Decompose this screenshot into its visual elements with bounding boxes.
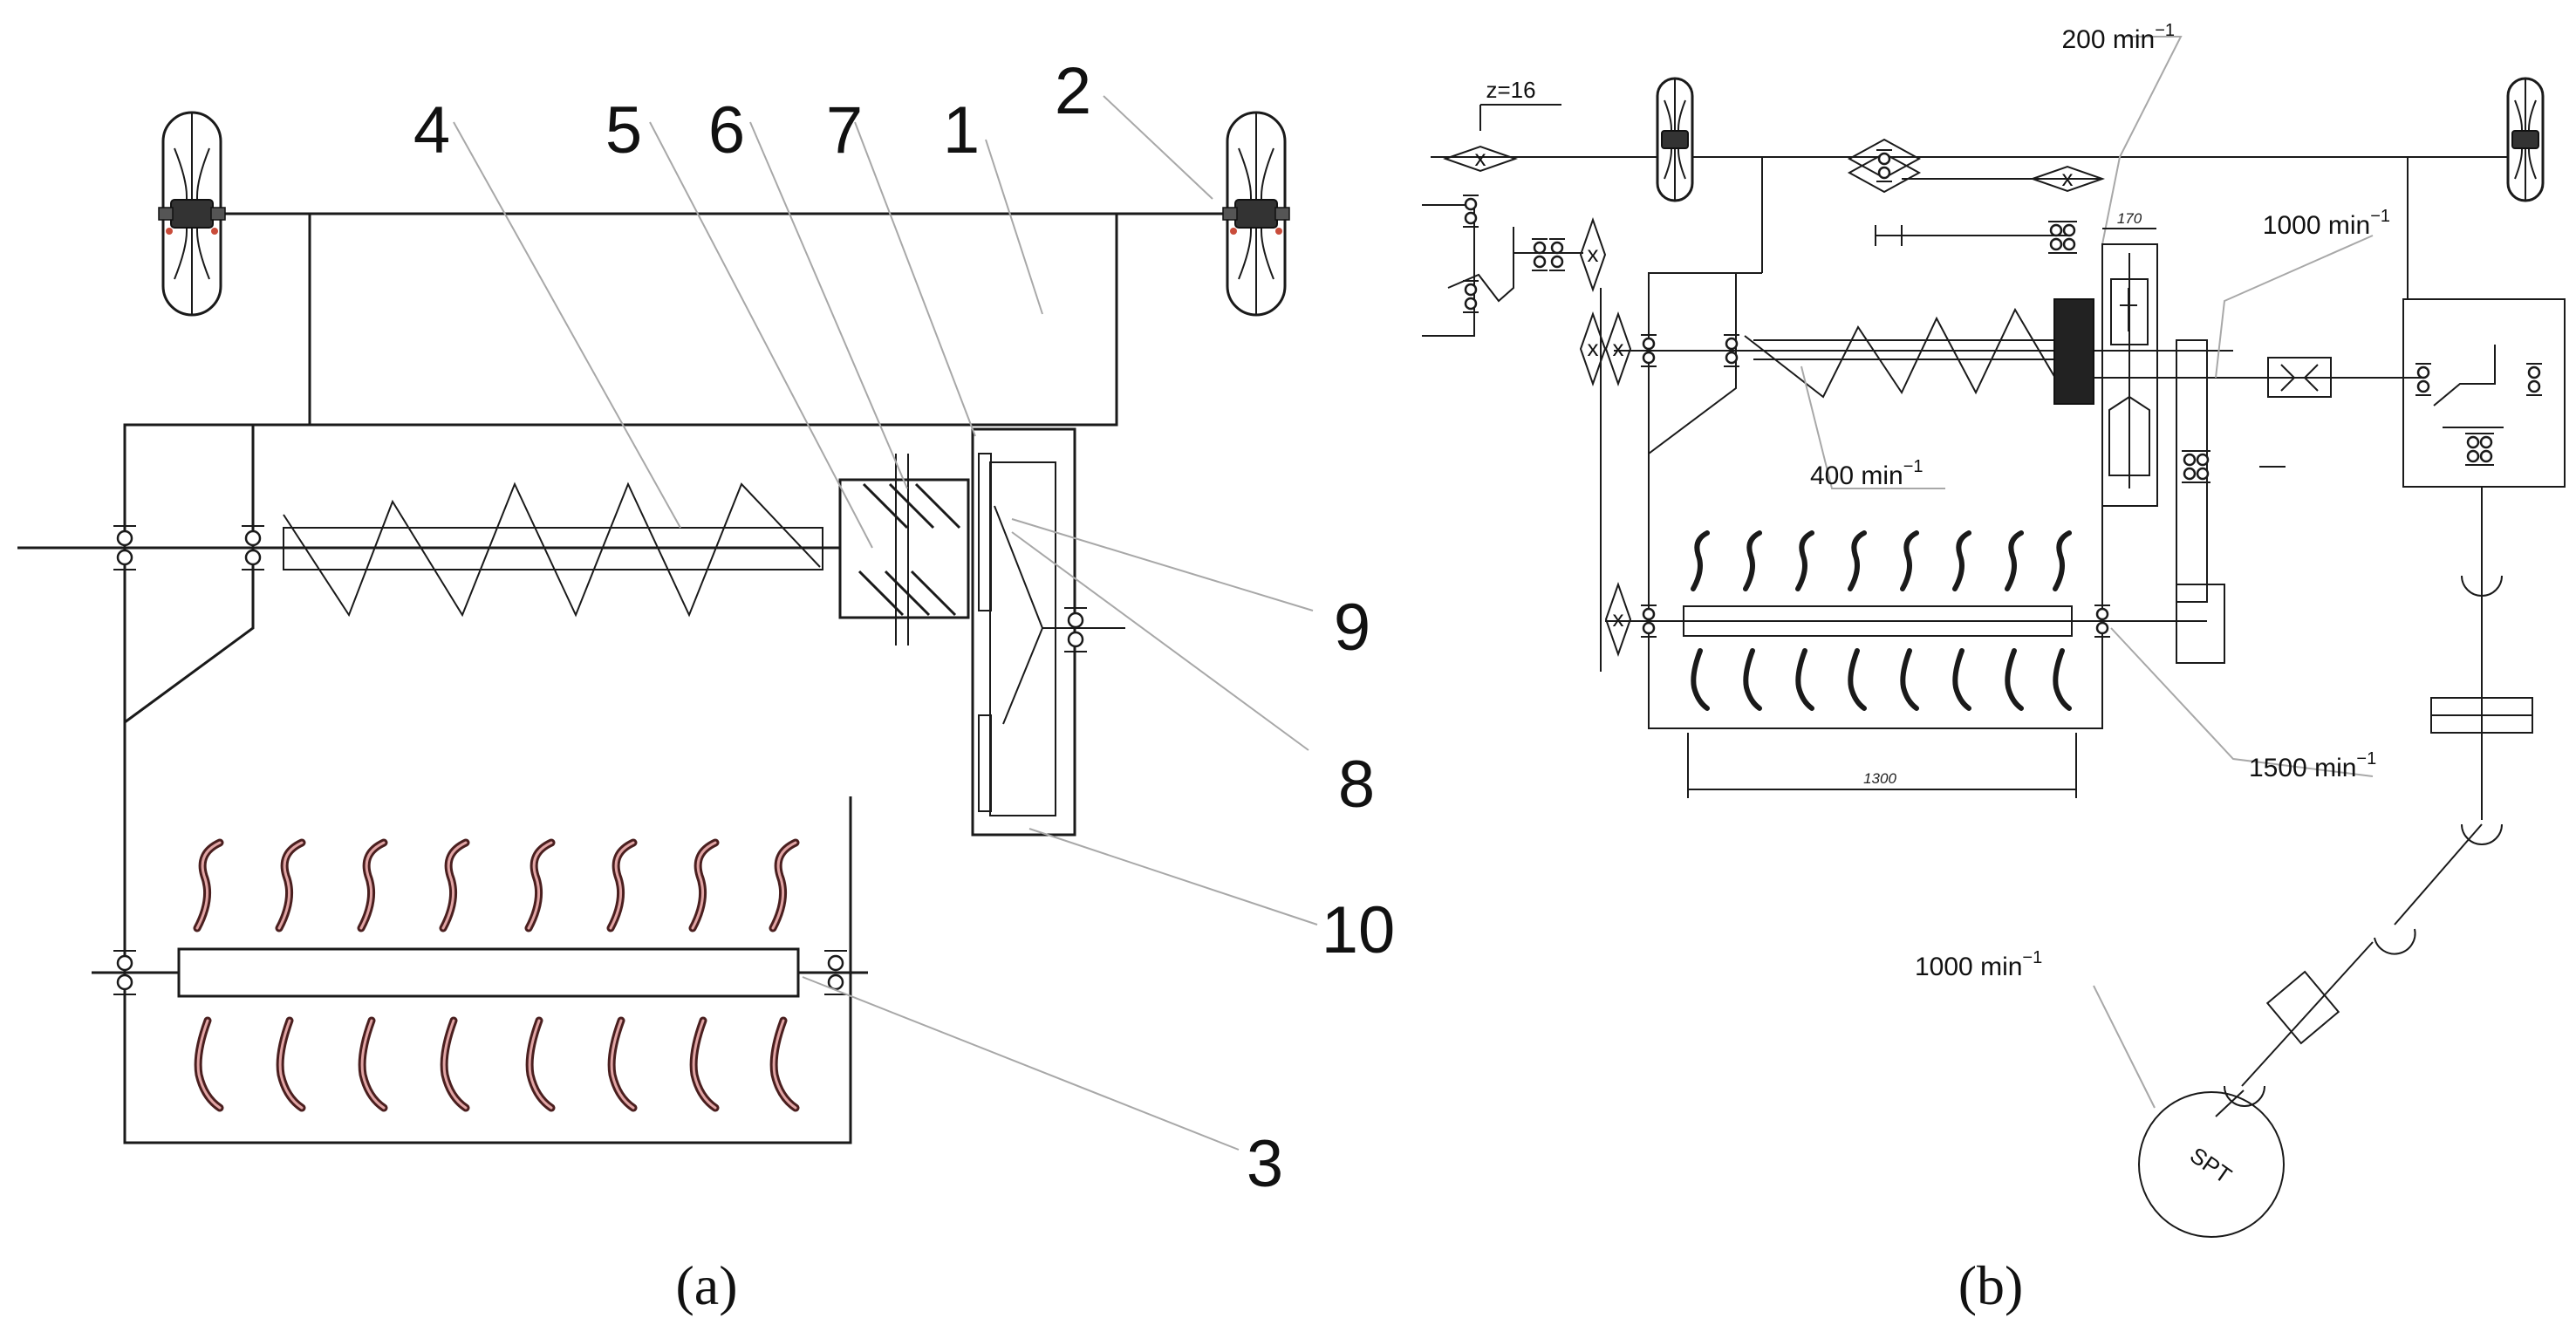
label-4: 4 [413,93,450,167]
gear-teeth-label: z=16 [1486,77,1535,103]
double-sprocket [1847,138,1922,194]
spreader-housing [971,427,1076,837]
speed-1000-top: 1000 min−1 [2263,207,2390,240]
rotor-blades-b-lower [1693,651,2069,708]
dim-1300: 1300 [1863,770,1896,787]
panel-a: 4 5 6 7 1 2 9 8 10 3 (a) [17,54,1395,1316]
label-6: 6 [708,93,745,167]
dim-170: 170 [2117,210,2142,227]
caption-a: (a) [675,1254,737,1316]
caption-b: (b) [1958,1254,2024,1316]
hopper-inner-wall [124,425,255,724]
label-7: 7 [826,93,863,167]
right-wheel [1221,111,1291,317]
rotor-blades-lower [198,1021,796,1108]
label-8: 8 [1338,748,1375,822]
drive-gear-block [2053,298,2094,405]
speed-400: 400 min−1 [1810,457,1923,490]
rotor-blades-upper [197,843,796,928]
coupling-b [2267,357,2332,398]
spt-label: SPT [2185,1142,2237,1189]
auger-flight [283,482,821,618]
bevel-gear-left [1447,227,1514,303]
hopper-body [123,423,852,1144]
left-wheel [157,111,227,317]
left-wheel-b [1656,77,1694,202]
panel-b: z=16 200 min−1 [1422,21,2566,1316]
auger-flight-b [1744,307,2060,399]
label-2: 2 [1055,54,1091,128]
right-wheel-b [2506,77,2545,202]
cardan-shaft [2394,823,2483,926]
hopper-b [1648,272,2103,729]
label-1: 1 [943,93,980,167]
frame [308,214,1118,427]
sprocket-vertical-1 [1580,219,1606,290]
label-3: 3 [1247,1127,1283,1201]
speed-200: 200 min−1 [2061,21,2175,54]
label-10: 10 [1322,893,1396,967]
spreader-plate [989,461,1056,816]
bevel-gearbox-right [2402,298,2566,488]
rotor-blades-b-upper [1693,533,2069,589]
spreader-column-b [2101,243,2158,507]
auger-tube [283,527,823,570]
speed-1500: 1500 min−1 [2249,749,2376,782]
gearbox [838,478,970,619]
label-5: 5 [605,93,642,167]
speed-1000-spt: 1000 min−1 [1915,948,2042,981]
rotor-drum-b [1683,605,2073,637]
rotor-drum [177,947,800,998]
label-9: 9 [1334,591,1370,665]
spt-tractor-pto [2138,1091,2285,1238]
